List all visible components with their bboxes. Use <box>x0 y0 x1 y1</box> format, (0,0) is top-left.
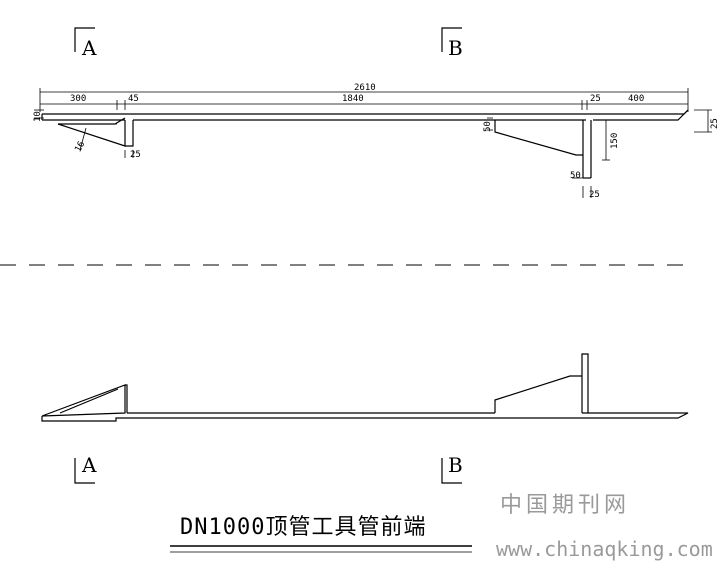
dim-label: 25 <box>589 190 600 200</box>
section-marker-bottom-b: B <box>441 453 463 484</box>
dim-label: 1840 <box>342 94 364 104</box>
section-label: A <box>81 453 97 477</box>
dim-label: 50 <box>570 171 581 181</box>
section-label: A <box>81 36 97 60</box>
dim-label: 25 <box>130 150 141 160</box>
dim-label: 150 <box>610 133 620 149</box>
dim-label: 16 <box>73 140 87 154</box>
watermark-line2: www.chinaqking.com <box>496 537 713 561</box>
section-label: B <box>448 453 463 477</box>
tool-pipe-section-bottom <box>41 353 689 422</box>
watermark-line1: 中国期刊网 <box>500 493 630 518</box>
tool-pipe-section-top: 16 25 50 150 50 25 25 <box>41 109 720 200</box>
dim-label: 300 <box>70 94 86 104</box>
dimension-total: 2610 <box>39 83 689 112</box>
dimension-segments: 300 45 1840 25 400 <box>40 94 688 110</box>
dim-label: 45 <box>128 94 139 104</box>
dim-label: 50 <box>483 121 493 132</box>
section-label: B <box>448 36 463 60</box>
title-text: DN1000顶管工具管前端 <box>180 515 426 540</box>
dim-label: 2610 <box>354 83 376 93</box>
drawing-title: DN1000顶管工具管前端 <box>170 515 472 553</box>
watermark: 中国期刊网 www.chinaqking.com <box>496 493 713 561</box>
section-marker-top-a: A <box>74 27 97 60</box>
dim-label: 25 <box>590 94 601 104</box>
section-marker-bottom-a: A <box>74 453 97 484</box>
dim-label: 25 <box>710 118 720 129</box>
dim-label: 10 <box>33 111 43 122</box>
section-marker-top-b: B <box>441 27 463 60</box>
dim-label: 400 <box>628 94 644 104</box>
